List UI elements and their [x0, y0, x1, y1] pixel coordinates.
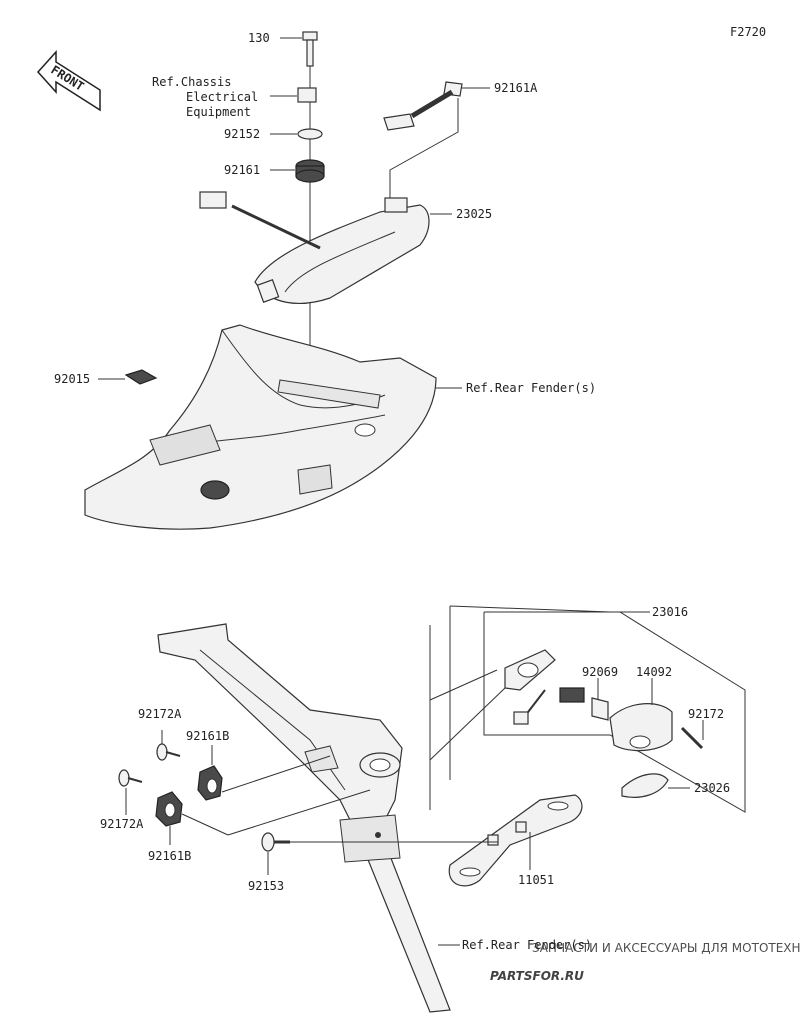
- callout-23025: 23025: [456, 207, 492, 221]
- front-arrow-icon: FRONT: [36, 50, 101, 112]
- callout-ref-chassis-1: Ref.Chassis: [152, 75, 231, 89]
- callout-ref-rear-fender-top: Ref.Rear Fender(s): [466, 381, 596, 395]
- callout-ref-rear-fender-bottom: Ref.Rear Fender(s): [462, 938, 592, 952]
- callout-14092: 14092: [636, 665, 672, 679]
- callout-92172: 92172: [688, 707, 724, 721]
- license-plate-bracket-11051: [448, 794, 583, 887]
- callout-11051: 11051: [518, 873, 554, 887]
- license-bracket-arm: [157, 623, 451, 1013]
- callout-92161: 92161: [224, 163, 260, 177]
- grommet-92161: [295, 159, 325, 183]
- callout-92161b-bottom: 92161B: [148, 849, 191, 863]
- callout-92153: 92153: [248, 879, 284, 893]
- clip-92161a: [383, 81, 463, 131]
- grommet-92161b-top: [197, 765, 223, 801]
- callout-92161a: 92161A: [494, 81, 538, 95]
- chassis-nut: [297, 87, 317, 103]
- watermark-brand: PARTSFOR.RU: [490, 969, 584, 983]
- grommet-92161b-bottom: [155, 791, 183, 827]
- callout-92172a-bottom: 92172A: [100, 817, 144, 831]
- tail-light-23025: [199, 191, 430, 304]
- callout-23026: 23026: [694, 781, 730, 795]
- callout-92152: 92152: [224, 127, 260, 141]
- callout-92172a-top: 92172A: [138, 707, 182, 721]
- screw-92172a-top: [156, 743, 181, 761]
- rear-fender-top: [84, 324, 437, 530]
- callout-ref-chassis-2: Electrical: [186, 90, 258, 104]
- washer-92152: [297, 128, 323, 140]
- diagram-code: F2720: [730, 25, 766, 39]
- bolt-130: [302, 31, 318, 67]
- callout-130: 130: [248, 31, 270, 45]
- license-light-23016: [429, 605, 746, 813]
- callout-23016: 23016: [652, 605, 688, 619]
- callout-92069: 92069: [582, 665, 618, 679]
- bolt-92153: [261, 832, 290, 852]
- callout-ref-chassis-3: Equipment: [186, 105, 251, 119]
- callout-92161b-top: 92161B: [186, 729, 229, 743]
- callout-92015: 92015: [54, 372, 90, 386]
- pad-92015: [124, 369, 158, 385]
- screw-92172a-bottom: [118, 769, 143, 787]
- watermark-tagline: ЗАПЧАСТИ И АКСЕССУАРЫ ДЛЯ МОТОТЕХНИКИ: [532, 941, 800, 955]
